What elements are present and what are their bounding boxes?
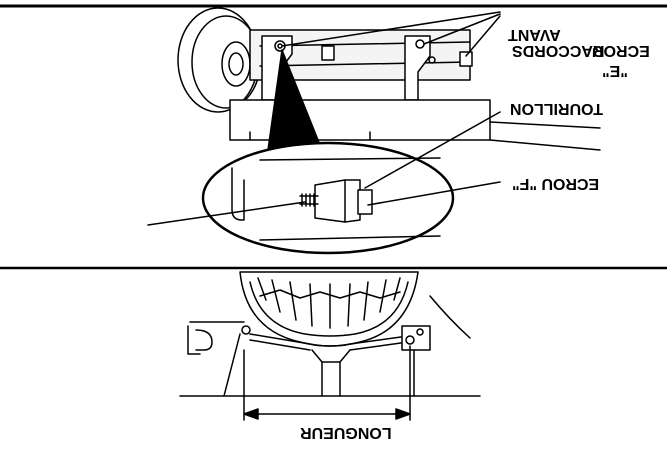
length-dimension: [243, 345, 411, 421]
front-wheel: [177, 7, 261, 113]
steering-linkage: [187, 295, 471, 397]
label-longueur: LONGUEUR: [300, 424, 392, 441]
label-ecrou-f: ECROU "F": [512, 175, 600, 192]
label-ecrou-e-line2: "E": [602, 62, 628, 79]
axle-frame: [249, 29, 473, 101]
detail-magnifier: [201, 141, 455, 255]
label-raccords-line2: AVANT: [508, 26, 561, 43]
rear-tire: [239, 271, 419, 347]
leader-lines-top: [147, 11, 501, 226]
label-tourillon: TOURILLON: [510, 100, 604, 117]
label-raccords-line1: RACCORDS: [512, 42, 605, 59]
